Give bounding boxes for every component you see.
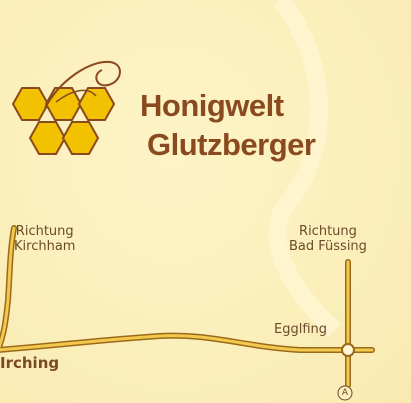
label-irching: Irching	[0, 354, 60, 372]
roads	[0, 225, 375, 388]
bee-swirl	[44, 60, 121, 109]
label-richtung-kirchham-line2: Kirchham	[14, 239, 76, 254]
bee-swirl	[55, 89, 97, 103]
label-richtung-kirchham: Richtung Kirchham	[14, 224, 75, 254]
label-richtung-bad-fuessing-line1: Richtung	[299, 224, 357, 239]
background-swirl	[268, 0, 341, 337]
motorway-sign-icon	[337, 385, 353, 401]
honeycomb-cell	[28, 121, 67, 155]
label-richtung-kirchham-line1: Richtung	[15, 224, 74, 239]
label-egglfing: Egglfing	[274, 322, 328, 337]
label-richtung-bad-fuessing-line2: Bad Füssing	[289, 239, 367, 254]
road-kirchham-irching-fill	[0, 226, 16, 349]
brand-name-line1: Honigwelt	[140, 88, 284, 123]
honeycomb-cell	[44, 87, 83, 121]
road-irching-egglfing	[0, 332, 375, 353]
junction-marker	[341, 343, 355, 357]
road-irching-egglfing-fill	[0, 334, 374, 352]
honeycomb-cell	[61, 121, 100, 155]
honeycomb-cell	[11, 87, 50, 121]
honeycomb-cell	[77, 87, 116, 121]
brand-name-line2: Glutzberger	[147, 127, 316, 162]
honeycomb-bee-icon	[11, 60, 121, 155]
label-richtung-bad-fuessing: Richtung Bad Füssing	[289, 224, 367, 254]
motorway-sign-label: A	[341, 388, 349, 398]
